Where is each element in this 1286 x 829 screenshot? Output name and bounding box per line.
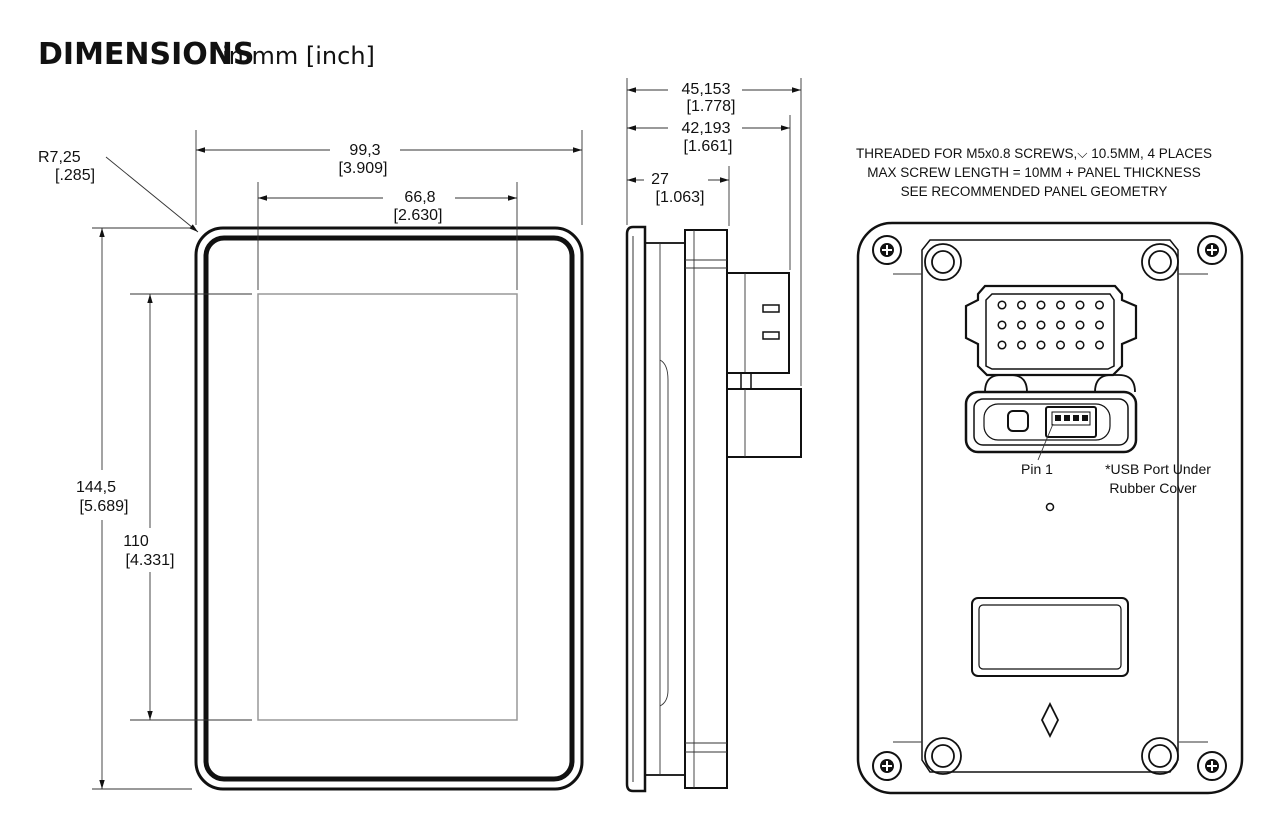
- screen-width-inch: [2.630]: [394, 207, 443, 224]
- front-bezel-inner: [203, 235, 575, 782]
- side-dimensions: 45,153 [1.778] 42,193 [1.661] 27 [1.063]: [626, 78, 802, 386]
- overall-height-inch: [5.689]: [80, 498, 129, 515]
- connector-depth-mm: 42,193: [682, 120, 731, 137]
- connector-pin: [1075, 300, 1085, 310]
- connector-pin: [1094, 300, 1105, 310]
- connector-pin: [1016, 320, 1027, 330]
- connector-pin: [1036, 320, 1046, 330]
- body-depth-mm: 27: [651, 171, 669, 188]
- status-button: [1007, 410, 1029, 432]
- corner-radius-inch: [.285]: [55, 167, 95, 184]
- connector-pin: [1055, 320, 1066, 330]
- body-depth-inch: [1.063]: [656, 189, 705, 206]
- corner-screw-top-left: [872, 235, 902, 265]
- usb-note-line-1: *USB Port Under: [1105, 461, 1211, 477]
- label-recess: [971, 597, 1129, 677]
- screen-height-inch: [4.331]: [126, 552, 175, 569]
- connector-pin: [1094, 320, 1105, 330]
- mount-boss-bottom-left: [924, 737, 962, 775]
- pin-connector: [964, 284, 1138, 377]
- display-screen: [257, 293, 518, 721]
- front-bezel-outer: [194, 226, 584, 791]
- connector-pin: [1036, 300, 1046, 310]
- corner-screw-bottom-left: [872, 751, 902, 781]
- panel-geometry-note: SEE RECOMMENDED PANEL GEOMETRY: [901, 184, 1168, 199]
- connector-pin: [1075, 340, 1085, 350]
- connector-pin: [1016, 340, 1027, 350]
- rear-notes: THREADED FOR M5x0.8 SCREWS,⌵ 10.5MM, 4 P…: [856, 146, 1212, 199]
- screen-height-mm: 110: [123, 533, 149, 550]
- usb-port-area: [964, 374, 1138, 461]
- connector-pin: [997, 320, 1007, 330]
- corner-screw-top-right: [1197, 235, 1227, 265]
- mount-boss-bottom-right: [1141, 737, 1179, 775]
- thread-note: THREADED FOR M5x0.8 SCREWS,⌵ 10.5MM, 4 P…: [856, 146, 1212, 161]
- screen-width-mm: 66,8: [404, 189, 435, 206]
- connector-pin: [997, 340, 1007, 350]
- connector-pin: [997, 300, 1007, 310]
- mount-boss-top-right: [1141, 243, 1179, 281]
- connector-depth-inch: [1.661]: [684, 138, 733, 155]
- connector-pin: [1075, 320, 1085, 330]
- connector-pin: [1036, 340, 1046, 350]
- connector-pin: [1055, 300, 1066, 310]
- front-view: [194, 226, 584, 791]
- corner-screw-bottom-right: [1197, 751, 1227, 781]
- total-depth-mm: 45,153: [682, 81, 731, 98]
- overall-width-inch: [3.909]: [339, 160, 388, 177]
- screw-length-note: MAX SCREW LENGTH = 10MM + PANEL THICKNES…: [867, 165, 1201, 180]
- usb-port: [1045, 406, 1097, 438]
- total-depth-inch: [1.778]: [687, 98, 736, 115]
- indicator-hole: [1045, 502, 1055, 512]
- connector-pin: [1016, 300, 1027, 310]
- page-subtitle: in mm [inch]: [222, 42, 375, 70]
- overall-height-mm: 144,5: [76, 479, 116, 496]
- pin-1-label: Pin 1: [1021, 461, 1053, 477]
- orientation-diamond-icon: [1040, 701, 1060, 739]
- rear-view: Pin 1 *USB Port Under Rubber Cover: [856, 221, 1244, 795]
- corner-radius-mm: R7,25: [38, 149, 81, 166]
- mount-boss-top-left: [924, 243, 962, 281]
- connector-pin: [1055, 340, 1066, 350]
- usb-note-line-2: Rubber Cover: [1109, 480, 1196, 496]
- overall-width-mm: 99,3: [349, 142, 380, 159]
- rear-housing-outline: [856, 221, 1244, 795]
- front-dimensions: 99,3 [3.909] 66,8 [2.630] 144,5 [5.689] …: [38, 130, 583, 790]
- connector-pin: [1094, 340, 1105, 350]
- page-title: DIMENSIONS: [38, 37, 255, 72]
- side-view: [625, 225, 802, 793]
